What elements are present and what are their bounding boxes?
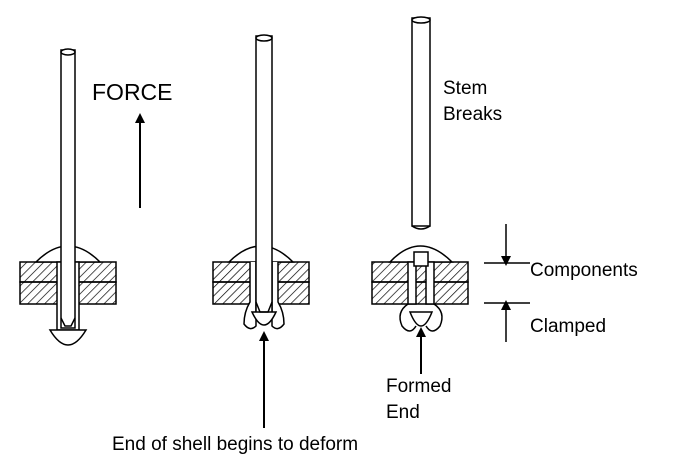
shell-deform-label: End of shell begins to deform — [112, 434, 358, 455]
stem-breaks-label-line2: Breaks — [443, 104, 502, 125]
clamp-dimension — [484, 224, 530, 342]
stage-3-stem-top — [411, 16, 431, 24]
stage-1-stem-top — [60, 48, 76, 56]
stage-1-stem-ball — [48, 329, 88, 346]
stage-3-bottom-plate — [371, 281, 469, 305]
stage-3-formed-end — [399, 303, 443, 332]
force-label: FORCE — [92, 79, 173, 105]
clamped-label: Clamped — [530, 316, 606, 337]
stage-3-rivet — [371, 16, 469, 332]
stage-1-stem — [60, 49, 76, 329]
components-label: Components — [530, 260, 638, 281]
stage-3-broken-stem — [411, 17, 431, 227]
stage-2-rivet — [212, 34, 310, 330]
stage-2-stem-top — [255, 34, 273, 42]
formed-end-label-line2: End — [386, 402, 420, 423]
stage-1-rivet — [19, 48, 117, 346]
stage-2-stem — [255, 35, 273, 315]
stage-2-stem-ball — [250, 311, 278, 326]
stem-breaks-label-line1: Stem — [443, 78, 487, 99]
formed-end-label-line1: Formed — [386, 376, 451, 397]
